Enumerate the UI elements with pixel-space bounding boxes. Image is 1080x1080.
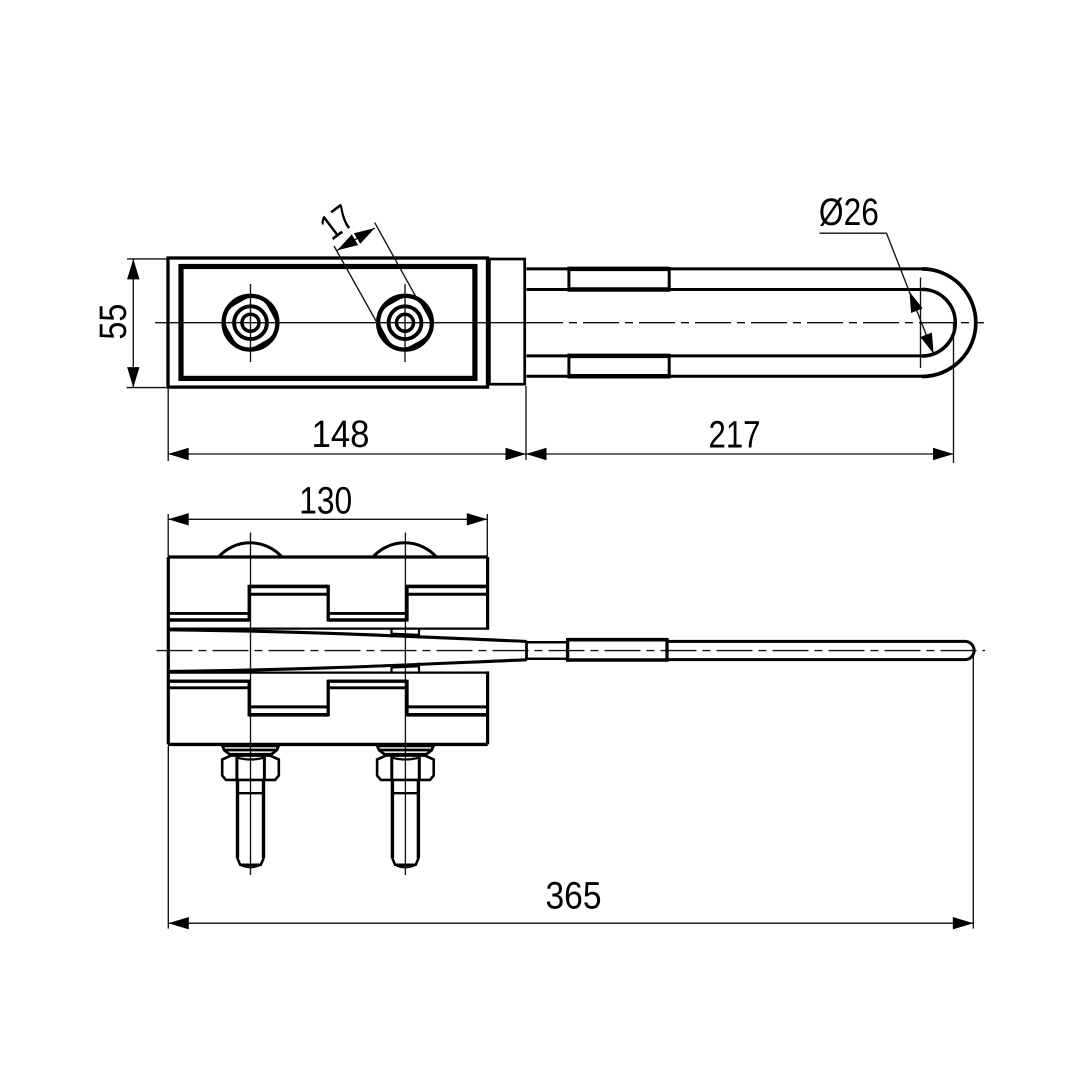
svg-text:217: 217 [709,414,761,457]
svg-text:130: 130 [299,479,352,522]
svg-text:365: 365 [546,875,602,918]
svg-text:Ø26: Ø26 [819,191,879,234]
svg-text:148: 148 [312,413,370,456]
svg-text:55: 55 [92,304,135,340]
